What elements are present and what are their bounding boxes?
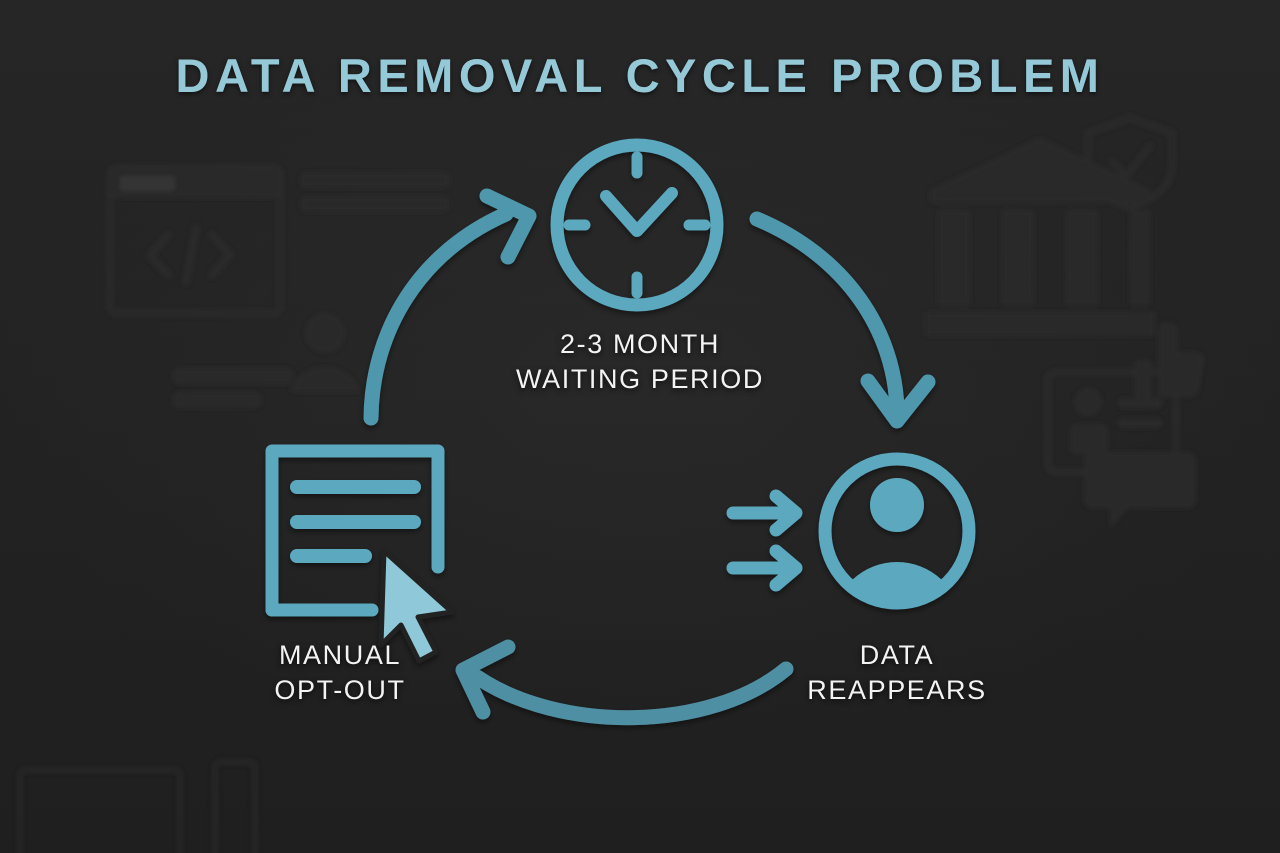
node-label-manual-opt-out-line2: OPT-OUT (274, 674, 406, 705)
node-label-manual-opt-out: MANUAL OPT-OUT (200, 638, 480, 707)
incoming-arrow-top (726, 489, 803, 537)
page-title: DATA REMOVAL CYCLE PROBLEM (175, 49, 1105, 102)
clock-hands (600, 187, 678, 237)
arrow-waiting-to-data (749, 211, 936, 429)
document-cursor-icon (265, 444, 455, 664)
avatar-ring (818, 452, 976, 610)
node-label-manual-opt-out-line1: MANUAL (278, 640, 402, 670)
avatar-body (835, 562, 959, 597)
arrow-data-to-optout (455, 639, 794, 726)
person-arrows-icon (726, 452, 976, 610)
avatar-head (870, 478, 924, 532)
document-outline-upper (265, 444, 445, 617)
mouse-cursor-icon (378, 548, 455, 664)
arrow-optout-to-waiting (363, 188, 537, 426)
node-label-data-reappears-line1: DATA (859, 640, 935, 670)
node-label-data-reappears-line2: REAPPEARS (807, 674, 987, 705)
incoming-arrow-bottom (726, 544, 803, 592)
node-label-data-reappears: DATA REAPPEARS (757, 638, 1037, 707)
node-label-waiting-period-line1: 2-3 MONTH (560, 329, 720, 359)
clock-icon (550, 138, 724, 312)
node-label-waiting-period-line2: WAITING PERIOD (516, 363, 764, 394)
node-label-waiting-period: 2-3 MONTH WAITING PERIOD (440, 327, 840, 396)
